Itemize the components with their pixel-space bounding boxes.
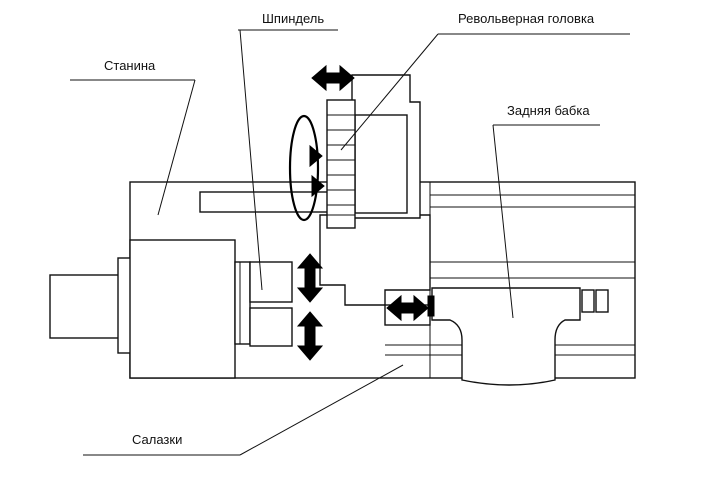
horizontal-arrow-top [311,64,355,92]
turret-head [326,74,421,229]
horizontal-arrow-bottom [386,294,429,322]
rotation-arrow [288,114,325,222]
label-tailstock: Задняя бабка [507,103,590,118]
feed-bar [199,191,331,213]
tailstock-body [427,287,609,386]
label-bed: Станина [104,58,156,73]
label-turret: Револьверная головка [458,11,595,26]
tailstock-clamp [427,295,435,317]
headstock [49,239,293,379]
label-spindle: Шпиндель [262,11,324,26]
vertical-arrow-upper [296,253,324,303]
vertical-arrow-lower [296,311,324,361]
leader-lines [70,29,630,456]
label-carriage: Салазки [132,432,182,447]
